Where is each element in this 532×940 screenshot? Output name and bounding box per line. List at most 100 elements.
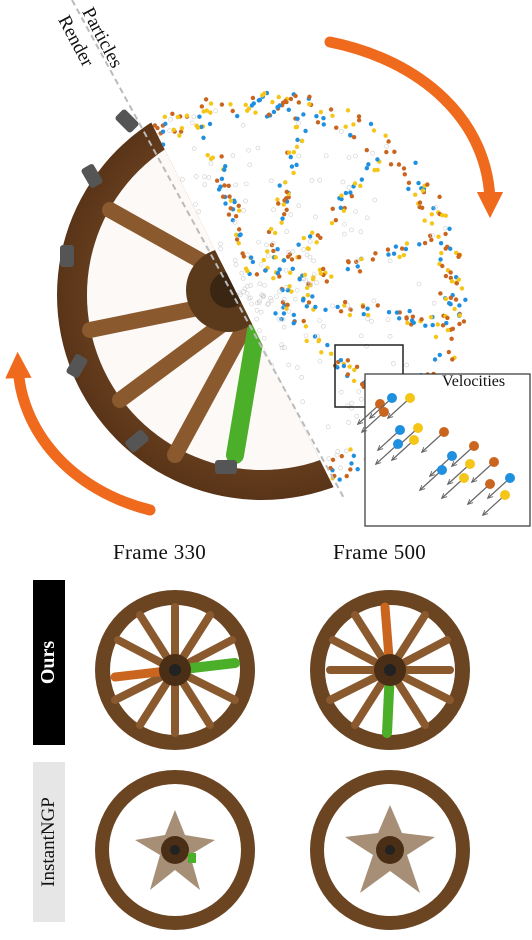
background-particle (202, 182, 208, 188)
particle (366, 162, 371, 167)
background-particle (255, 145, 261, 151)
background-particle (296, 203, 302, 209)
particle (341, 363, 347, 369)
particle (456, 277, 462, 282)
particle (271, 248, 276, 254)
particle (219, 154, 224, 159)
background-particle (371, 298, 377, 304)
particle (448, 295, 454, 301)
background-particle (364, 215, 370, 221)
velocity-vectors (358, 393, 515, 515)
background-particle (270, 241, 276, 246)
particle (303, 128, 308, 134)
background-particle (206, 175, 212, 180)
background-particle (311, 258, 316, 264)
particle (448, 246, 453, 251)
background-particle (274, 294, 279, 299)
particle (361, 312, 366, 317)
background-particle (309, 178, 315, 183)
background-particle (248, 295, 253, 301)
particle (333, 217, 339, 223)
particle (271, 109, 277, 115)
background-particle (307, 239, 313, 244)
background-particle (358, 333, 364, 339)
particle (315, 120, 321, 125)
particle (318, 271, 323, 276)
background-particle (180, 177, 185, 182)
particle (396, 162, 402, 167)
background-particle (304, 252, 310, 258)
particle (223, 201, 228, 206)
velocity-particle (485, 479, 495, 489)
particle (291, 149, 297, 155)
background-particle (338, 389, 344, 395)
particle (330, 206, 335, 212)
particle (339, 196, 344, 202)
background-particle (279, 342, 284, 348)
velocity-particle (387, 393, 397, 403)
background-particle (313, 214, 318, 220)
particle (296, 242, 301, 247)
particle (314, 114, 319, 119)
background-particle (239, 270, 245, 276)
particle (295, 116, 300, 121)
velocity-particle (439, 427, 449, 437)
particle (447, 226, 452, 231)
particle (448, 270, 453, 275)
background-particle (294, 287, 300, 293)
background-particle (342, 221, 347, 227)
particle (319, 350, 324, 355)
particle (294, 144, 300, 150)
particle (354, 259, 359, 264)
particle (236, 208, 242, 213)
background-particle (167, 128, 172, 133)
particle (417, 242, 422, 247)
particle (357, 269, 363, 274)
background-particle (433, 205, 439, 210)
particle (285, 302, 290, 308)
particle (432, 357, 438, 362)
particle (429, 237, 434, 243)
particle (393, 244, 399, 249)
background-particle (391, 361, 396, 366)
particle (338, 205, 343, 211)
background-particle (404, 362, 409, 368)
particle (281, 211, 287, 217)
particle (294, 162, 299, 168)
particle (205, 152, 210, 158)
background-particle (387, 258, 393, 264)
particle (405, 320, 410, 326)
particle (416, 180, 421, 186)
background-particle (358, 396, 364, 402)
particle (371, 128, 377, 133)
background-particle (218, 241, 223, 247)
background-particle (264, 242, 269, 248)
particle (195, 125, 201, 130)
row-label-instantngp: InstantNGP (33, 762, 65, 922)
background-particle (349, 400, 354, 406)
particle (335, 304, 340, 310)
particle (388, 162, 394, 167)
background-particle (240, 276, 246, 281)
particle (236, 203, 241, 208)
background-particle (280, 317, 286, 322)
particle (448, 302, 453, 307)
particle (234, 232, 239, 238)
particle (297, 276, 303, 282)
background-particle (323, 153, 329, 158)
particle (291, 170, 296, 176)
particle (277, 267, 282, 272)
particle (391, 251, 397, 256)
background-particle (345, 403, 350, 409)
background-particle (321, 324, 326, 329)
particle (459, 286, 465, 291)
particle (328, 465, 333, 471)
background-particle (299, 375, 304, 380)
background-particle (254, 316, 259, 322)
background-particle (334, 452, 340, 458)
background-particle (338, 465, 343, 471)
background-particle (315, 333, 320, 339)
particle (253, 110, 258, 115)
particle (438, 257, 443, 262)
particle (226, 212, 232, 217)
